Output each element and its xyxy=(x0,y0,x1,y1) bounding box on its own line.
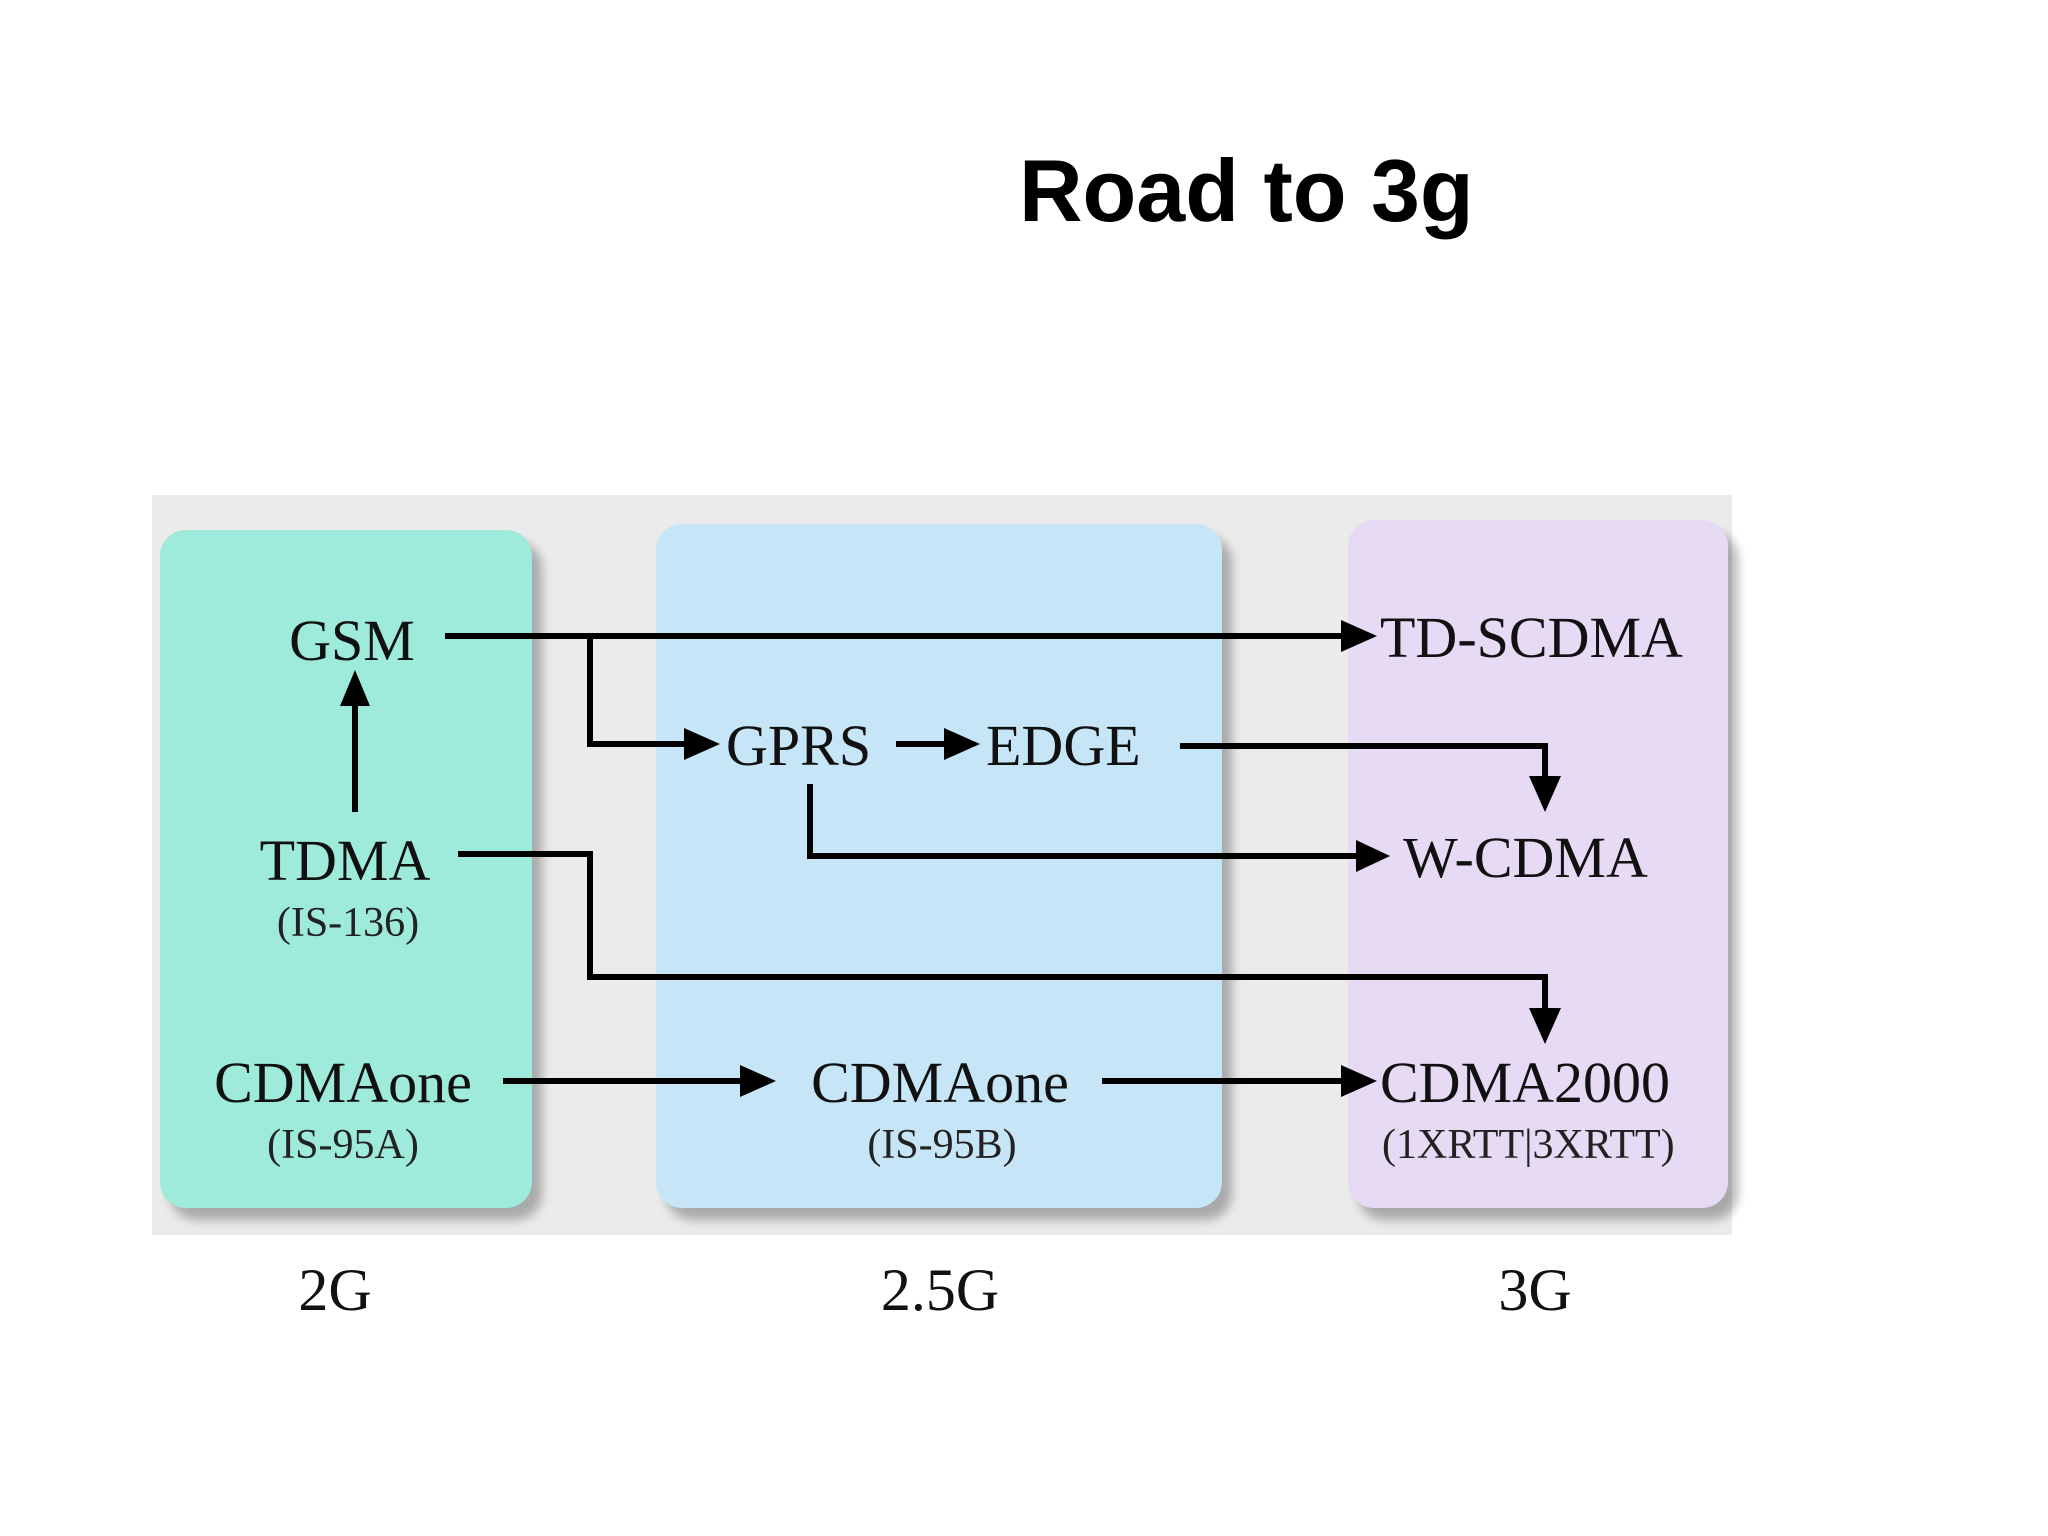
edge-gsm-to-gprs xyxy=(587,636,690,747)
arrowhead-cdma2000-left xyxy=(1341,1065,1377,1097)
node-cdmaone-2-5g: CDMAone xyxy=(811,1050,1069,1115)
arrowhead-edge xyxy=(944,728,980,760)
panel-3g xyxy=(1348,520,1728,1208)
node-gprs: GPRS xyxy=(726,713,871,778)
arrowhead-gprs xyxy=(684,728,720,760)
edge-tdma-to-cdma2000 xyxy=(458,851,1548,1010)
panel-2g xyxy=(160,530,532,1208)
node-cdmaone-2-5g-sub: (IS-95B) xyxy=(867,1122,1016,1168)
node-cdma2000: CDMA2000 xyxy=(1380,1050,1670,1115)
node-tdma-sub: (IS-136) xyxy=(277,900,419,946)
arrowhead-cdmaone-b xyxy=(740,1065,776,1097)
generation-label-2-5g: 2.5G xyxy=(881,1257,999,1323)
arrowhead-w-cdma-top xyxy=(1529,776,1561,812)
connector-lines xyxy=(352,633,1548,1084)
node-cdma2000-sub: (1XRTT|3XRTT) xyxy=(1382,1122,1675,1168)
edge-gprs-to-w-cdma xyxy=(807,784,1362,859)
node-edge: EDGE xyxy=(986,713,1141,778)
node-td-scdma: TD-SCDMA xyxy=(1380,605,1683,670)
node-tdma: TDMA xyxy=(260,828,431,893)
arrowheads xyxy=(340,620,1561,1097)
edge-edge-to-w-cdma xyxy=(1180,743,1548,780)
generation-label-2g: 2G xyxy=(298,1257,371,1323)
node-gsm: GSM xyxy=(289,608,415,673)
node-w-cdma: W-CDMA xyxy=(1403,825,1648,890)
page-title: Road to 3g xyxy=(1019,141,1474,240)
arrowhead-w-cdma-left xyxy=(1356,840,1390,872)
arrowhead-cdma2000-top xyxy=(1529,1008,1561,1044)
node-cdmaone-2g: CDMAone xyxy=(214,1050,472,1115)
arrowhead-td-scdma xyxy=(1341,620,1377,652)
arrowhead-gsm xyxy=(340,670,370,706)
node-cdmaone-2g-sub: (IS-95A) xyxy=(267,1122,419,1168)
generation-label-3g: 3G xyxy=(1498,1257,1571,1323)
